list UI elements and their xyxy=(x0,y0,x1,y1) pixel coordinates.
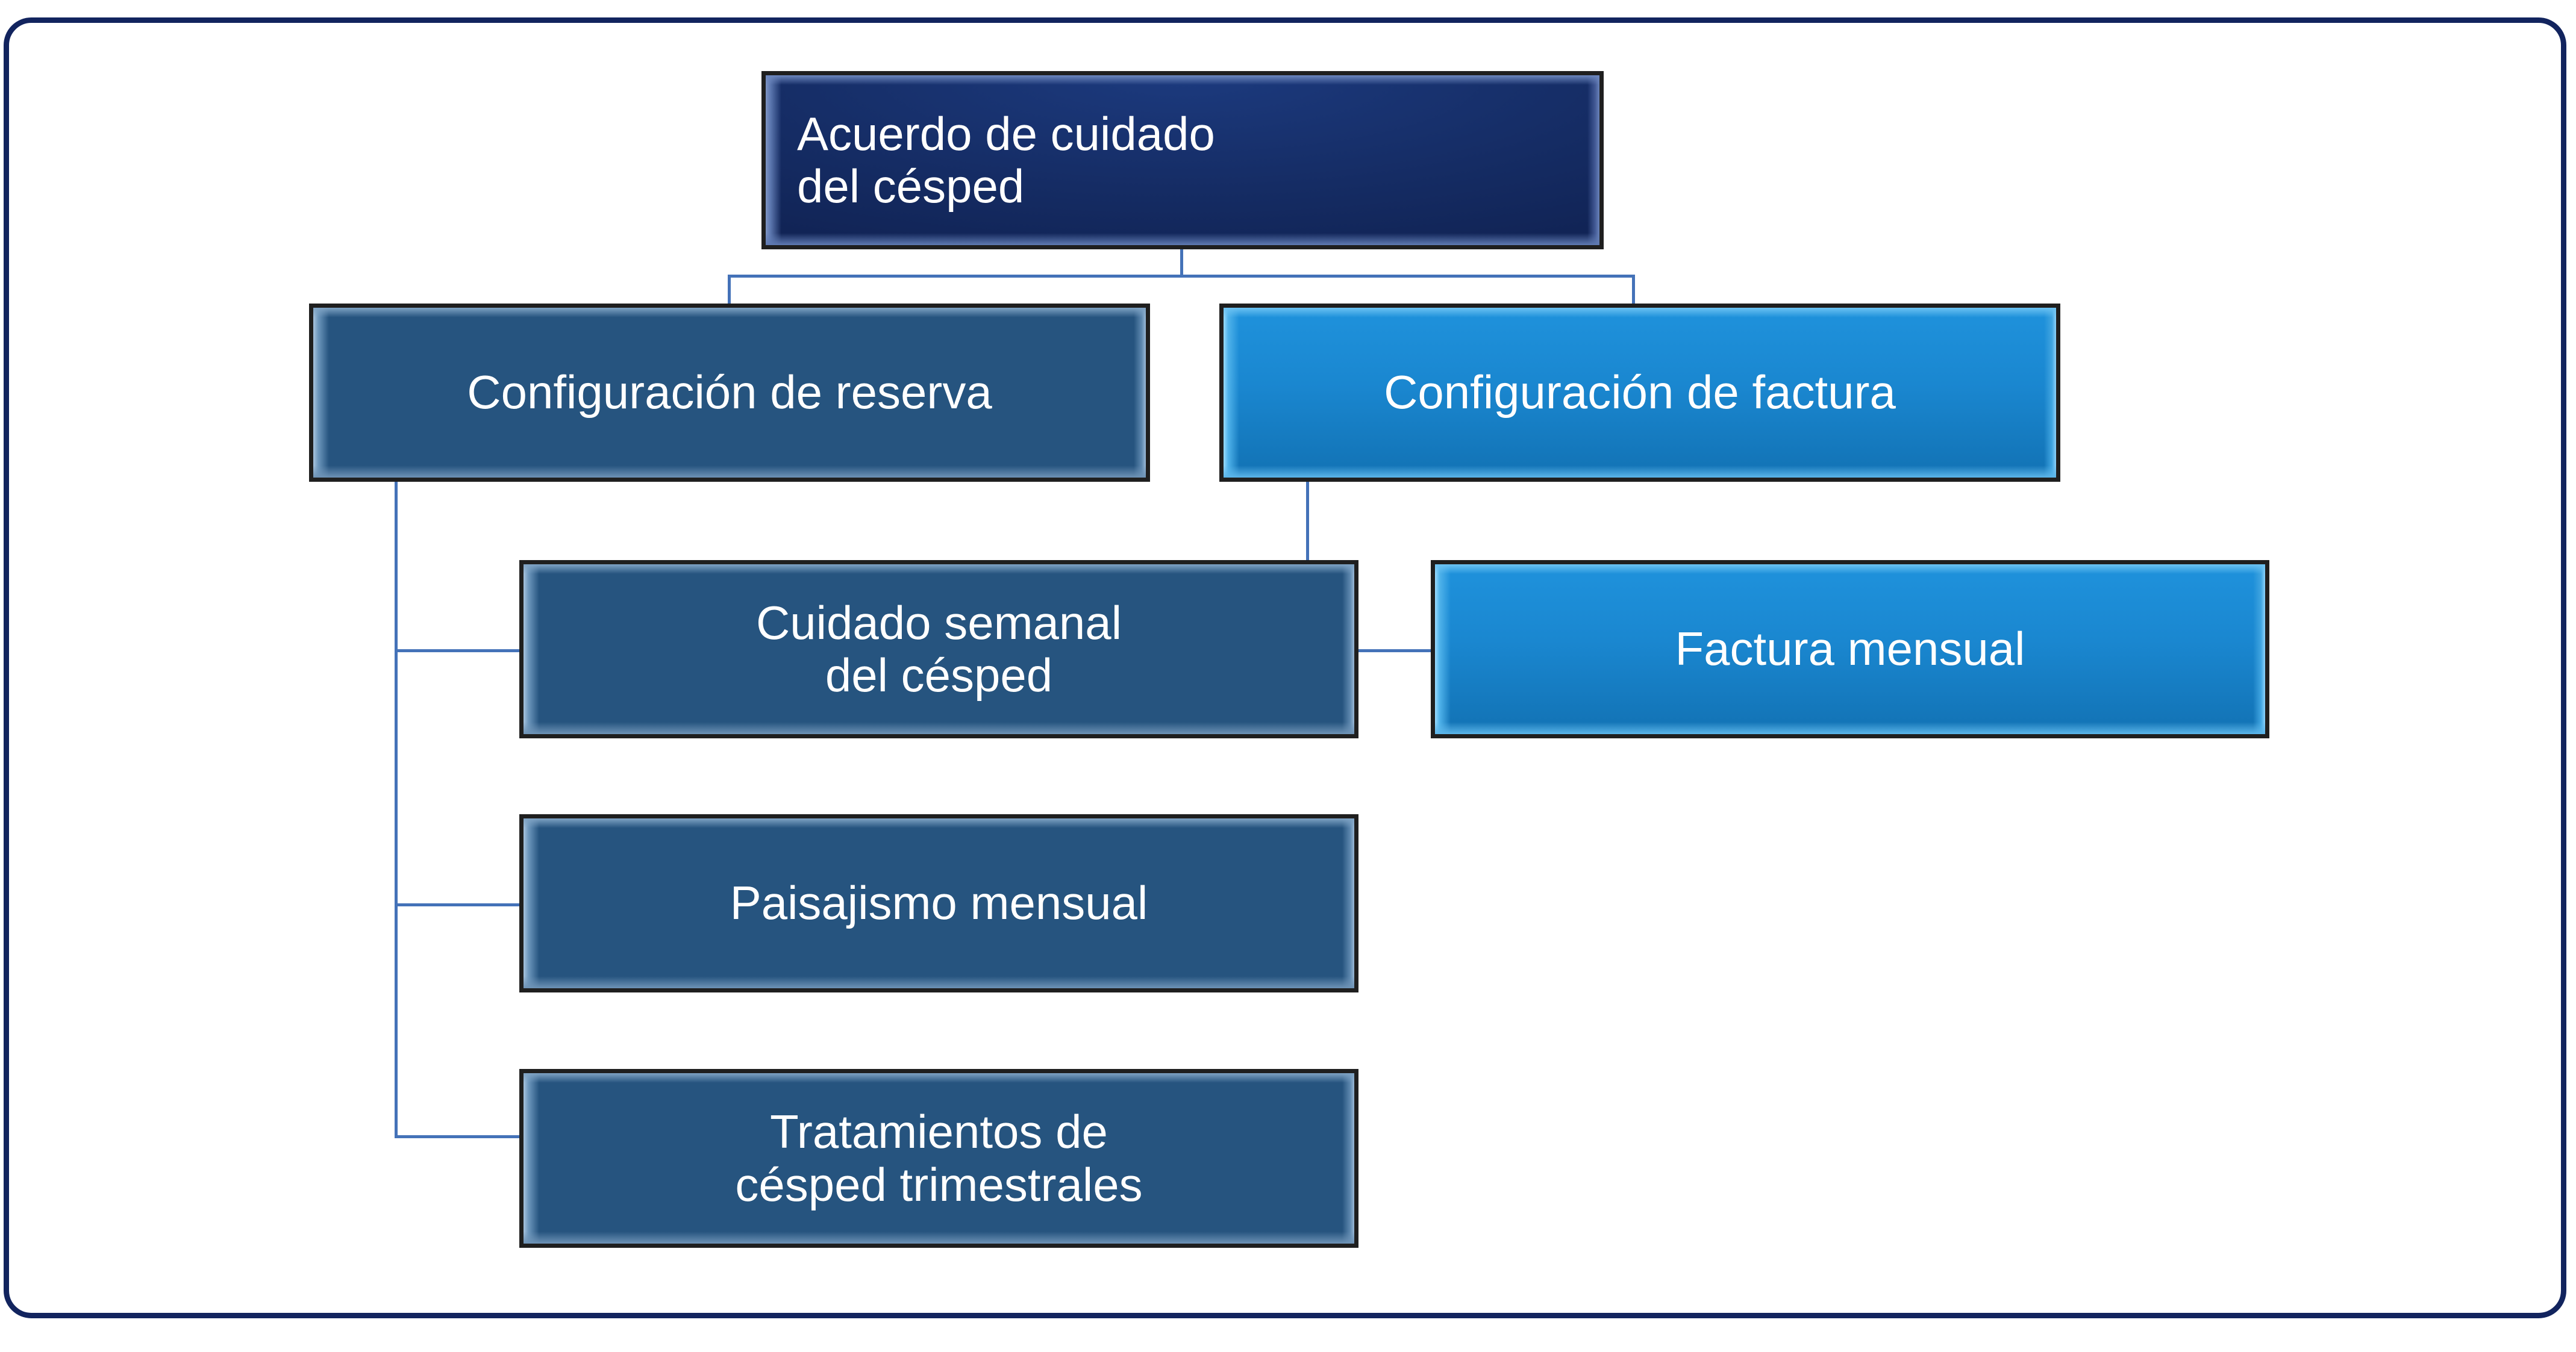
connector-reserva-spine xyxy=(395,482,398,1138)
node-tratamientos-trimestrales-inner: Tratamientos de césped trimestrales xyxy=(524,1073,1354,1244)
node-factura-mensual-label: Factura mensual xyxy=(1675,622,2025,676)
node-root-inner: Acuerdo de cuidado del césped xyxy=(766,75,1599,245)
node-paisajismo-mensual[interactable]: Paisajismo mensual xyxy=(519,814,1358,992)
connector-cuidado-to-factura-mensual xyxy=(1357,649,1434,652)
connector-reserva-to-paisajismo xyxy=(395,903,522,906)
connector-root-to-factura xyxy=(1632,275,1635,306)
diagram-frame xyxy=(4,17,2566,1318)
node-config-factura-background xyxy=(1224,308,2056,478)
node-config-factura-inner: Configuración de factura xyxy=(1224,308,2056,478)
node-tratamientos-trimestrales-label: Tratamientos de césped trimestrales xyxy=(735,1105,1143,1211)
node-config-reserva-label: Configuración de reserva xyxy=(467,366,992,419)
node-paisajismo-mensual-label: Paisajismo mensual xyxy=(730,876,1148,930)
node-config-factura[interactable]: Configuración de factura xyxy=(1219,304,2060,482)
node-tratamientos-trimestrales[interactable]: Tratamientos de césped trimestrales xyxy=(519,1069,1358,1248)
connector-reserva-to-cuidado xyxy=(395,649,522,652)
node-config-reserva-inner: Configuración de reserva xyxy=(313,308,1146,478)
node-config-reserva[interactable]: Configuración de reserva xyxy=(309,304,1150,482)
node-factura-mensual-background xyxy=(1435,564,2265,734)
node-root[interactable]: Acuerdo de cuidado del césped xyxy=(761,71,1604,249)
node-cuidado-semanal-inner: Cuidado semanal del césped xyxy=(524,564,1354,734)
connector-root-bar xyxy=(728,275,1635,278)
node-config-factura-label: Configuración de factura xyxy=(1384,366,1896,419)
node-factura-mensual-inner: Factura mensual xyxy=(1435,564,2265,734)
node-cuidado-semanal[interactable]: Cuidado semanal del césped xyxy=(519,560,1358,738)
node-cuidado-semanal-label: Cuidado semanal del césped xyxy=(755,596,1122,702)
node-root-label: Acuerdo de cuidado del césped xyxy=(797,107,1215,213)
connector-root-stem xyxy=(1180,248,1183,277)
node-factura-mensual[interactable]: Factura mensual xyxy=(1431,560,2269,738)
node-root-background xyxy=(766,75,1599,245)
connector-reserva-to-tratamientos xyxy=(395,1135,522,1138)
connector-root-to-reserva xyxy=(728,275,731,306)
node-paisajismo-mensual-inner: Paisajismo mensual xyxy=(524,818,1354,988)
